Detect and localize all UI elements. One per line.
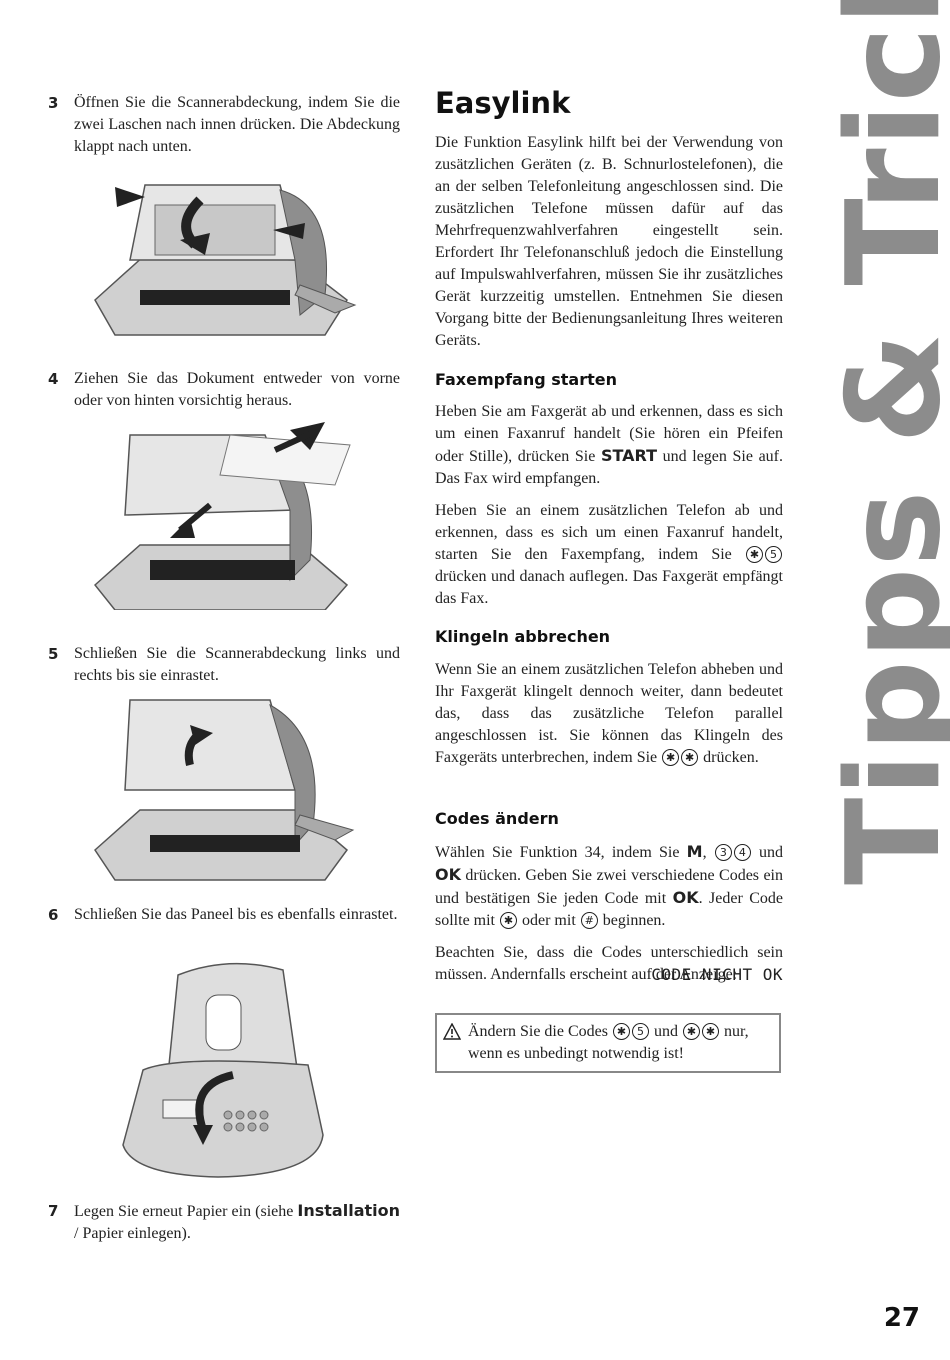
step-7: 7 Legen Sie erneut Papier ein (siehe Ins… bbox=[48, 1200, 400, 1245]
display-text: CODE NICHT OK bbox=[651, 965, 783, 984]
ok-key: OK bbox=[435, 865, 461, 884]
star-key-icon: ✱ bbox=[746, 546, 763, 563]
m-key: M bbox=[686, 842, 703, 861]
step-number: 6 bbox=[48, 906, 59, 924]
start-key: START bbox=[600, 446, 658, 465]
step-5: 5 Schließen Sie die Scannerabdeckung lin… bbox=[48, 643, 400, 687]
heading-fax-start: Faxempfang starten bbox=[435, 370, 618, 389]
digit-key-icon: 4 bbox=[733, 844, 751, 861]
warning-box: Ändern Sie die Codes ✱5 und ✱✱ nur, wenn… bbox=[435, 1013, 781, 1073]
page-number: 27 bbox=[883, 1303, 920, 1333]
warning-triangle-icon bbox=[442, 1022, 462, 1047]
digit-key-icon: 3 bbox=[714, 844, 732, 861]
panel-close-illustration bbox=[122, 962, 324, 1178]
installation-reference: Installation bbox=[297, 1201, 400, 1220]
fax-start-paragraph-2: Heben Sie an einem zusätzlichen Telefon … bbox=[435, 502, 783, 607]
step-4: 4 Ziehen Sie das Dokument entweder von v… bbox=[48, 368, 400, 412]
step-text: Öffnen Sie die Scannerabdeckung, indem S… bbox=[74, 94, 400, 155]
step-text: Ziehen Sie das Dokument entweder von vor… bbox=[74, 370, 400, 409]
side-chapter-title: Tipps & Tricks bbox=[820, 0, 950, 885]
warning-text: Ändern Sie die Codes ✱5 und ✱✱ nur, wenn… bbox=[468, 1023, 749, 1062]
ring-stop-body: Wenn Sie an einem zusätzlichen Telefon a… bbox=[435, 661, 783, 766]
codes-paragraph-2: Beachten Sie, dass die Codes unterschied… bbox=[435, 944, 783, 983]
fax-start-paragraph-1: Heben Sie am Faxgerät ab und erkennen, d… bbox=[435, 403, 783, 487]
easylink-intro: Die Funktion Easylink hilft bei der Verw… bbox=[435, 134, 783, 349]
star-key-icon: ✱ bbox=[681, 749, 699, 766]
step-3: 3 Öffnen Sie die Scannerabdeckung, indem… bbox=[48, 92, 400, 158]
star-key-icon: ✱ bbox=[500, 912, 517, 929]
step-number: 4 bbox=[48, 370, 59, 388]
digit-key-icon: 5 bbox=[765, 546, 782, 563]
step-text: Schließen Sie das Paneel bis es ebenfall… bbox=[74, 906, 398, 923]
fax-start-body: Heben Sie am Faxgerät ab und erkennen, d… bbox=[435, 401, 783, 610]
digit-key-icon: 5 bbox=[631, 1023, 649, 1040]
scanner-cover-close-illustration bbox=[94, 699, 355, 881]
hash-key-icon: # bbox=[580, 912, 598, 929]
section-title-easylink: Easylink bbox=[435, 86, 571, 120]
step-text: Legen Sie erneut Papier ein (siehe Insta… bbox=[74, 1201, 400, 1242]
star-key-icon: ✱ bbox=[662, 749, 680, 766]
step-number: 7 bbox=[48, 1202, 59, 1220]
star-key-icon: ✱ bbox=[701, 1023, 719, 1040]
heading-codes: Codes ändern bbox=[435, 809, 559, 828]
step-number: 3 bbox=[48, 94, 59, 112]
document-removal-illustration bbox=[93, 422, 351, 610]
step-6: 6 Schließen Sie das Paneel bis es ebenfa… bbox=[48, 904, 400, 926]
heading-ring-stop: Klingeln abbrechen bbox=[435, 627, 611, 646]
ok-key: OK bbox=[672, 888, 699, 907]
scanner-cover-open-illustration bbox=[94, 184, 357, 336]
star-key-icon: ✱ bbox=[682, 1023, 700, 1040]
step-text: Schließen Sie die Scannerabdeckung links… bbox=[74, 645, 400, 684]
star-key-icon: ✱ bbox=[612, 1023, 630, 1040]
step-number: 5 bbox=[48, 645, 59, 663]
